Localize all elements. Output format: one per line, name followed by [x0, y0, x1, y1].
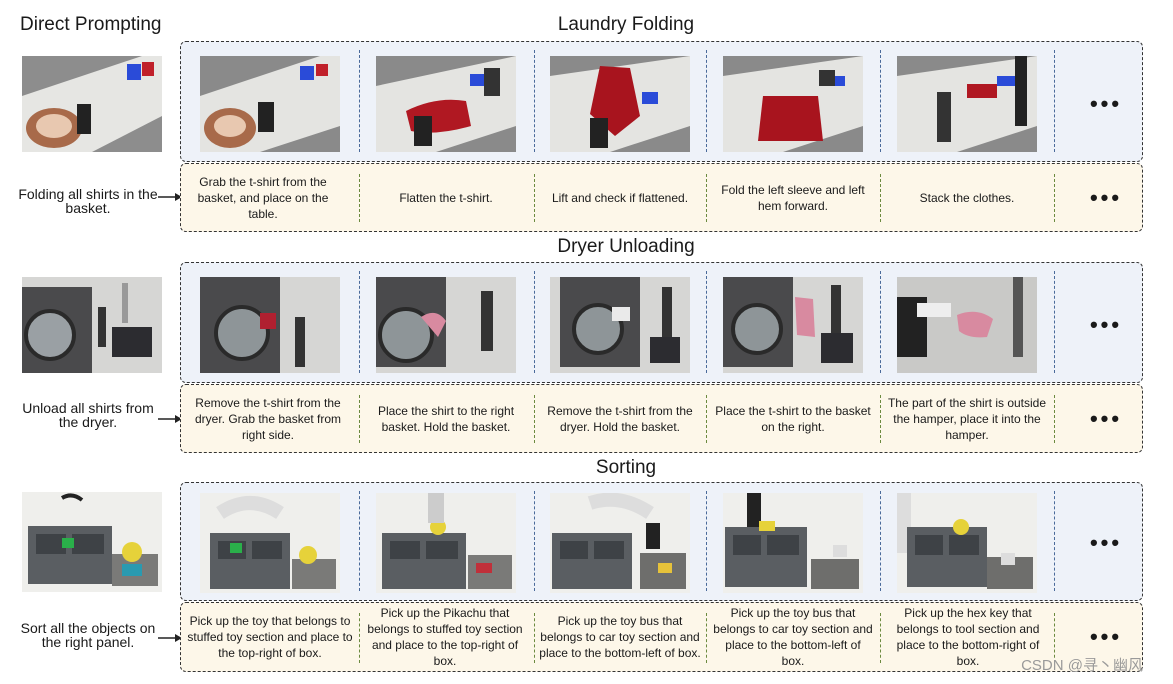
- text-separator: [359, 395, 360, 443]
- image-separator: [1054, 491, 1055, 591]
- more-steps-ellipsis: •••: [1089, 406, 1123, 431]
- text-separator: [880, 613, 881, 663]
- dryer-step-photo-3: [550, 277, 690, 373]
- sorting-step-photo-2: [376, 493, 516, 593]
- laundry-text-panel: Grab the t-shirt from the basket, and pl…: [180, 163, 1143, 232]
- image-separator: [880, 491, 881, 591]
- section-title-dryer: Dryer Unloading: [557, 236, 695, 257]
- sorting-step-4: Pick up the toy bus that belongs to car …: [713, 606, 873, 668]
- section-title-sorting: Sorting: [595, 457, 657, 478]
- dryer-step-1: Remove the t-shirt from the dryer. Grab …: [194, 396, 342, 442]
- arrow-right-icon: [158, 634, 182, 642]
- image-separator: [706, 50, 707, 152]
- image-separator: [880, 271, 881, 373]
- text-separator: [706, 613, 707, 663]
- task-instruction-dryer: Unload all shirts from the dryer.: [22, 400, 154, 430]
- dryer-step-photo-4: [723, 277, 863, 373]
- dryer-step-3: Remove the t-shirt from the dryer. Hold …: [547, 404, 693, 434]
- image-separator: [359, 491, 360, 591]
- dryer-step-photo-5: [897, 277, 1037, 373]
- image-separator: [880, 50, 881, 152]
- image-separator: [359, 271, 360, 373]
- laundry-step-photo-1: [200, 56, 340, 152]
- sorting-step-photo-5: [897, 493, 1037, 593]
- text-separator: [359, 613, 360, 663]
- text-separator: [534, 174, 535, 222]
- task-photo-sorting: [22, 492, 162, 592]
- image-separator: [1054, 50, 1055, 152]
- direct-prompting-heading: Direct Prompting: [20, 14, 162, 35]
- laundry-image-panel: •••: [180, 41, 1143, 162]
- sorting-step-photo-4: [723, 493, 863, 593]
- text-separator: [1054, 174, 1055, 222]
- laundry-step-1: Grab the t-shirt from the basket, and pl…: [197, 175, 329, 221]
- sorting-step-2: Pick up the Pikachu that belongs to stuf…: [367, 606, 523, 668]
- image-separator: [706, 491, 707, 591]
- laundry-step-photo-2: [376, 56, 516, 152]
- text-separator: [706, 395, 707, 443]
- task-photo-laundry: [22, 56, 162, 152]
- sorting-image-panel: •••: [180, 482, 1143, 601]
- dryer-step-4: Place the t-shirt to the basket on the r…: [715, 404, 871, 434]
- text-separator: [1054, 395, 1055, 443]
- sorting-text-panel: Pick up the toy that belongs to stuffed …: [180, 602, 1143, 672]
- sorting-step-3: Pick up the toy bus that belongs to car …: [539, 614, 701, 660]
- sorting-step-5: Pick up the hex key that belongs to tool…: [896, 606, 1040, 668]
- text-separator: [1054, 613, 1055, 663]
- dryer-text-panel: Remove the t-shirt from the dryer. Grab …: [180, 384, 1143, 453]
- dryer-step-photo-1: [200, 277, 340, 373]
- more-steps-ellipsis: •••: [1089, 312, 1123, 337]
- text-separator: [880, 174, 881, 222]
- laundry-step-4: Fold the left sleeve and left hem forwar…: [721, 183, 865, 213]
- text-separator: [880, 395, 881, 443]
- dryer-image-panel: •••: [180, 262, 1143, 383]
- image-separator: [359, 50, 360, 152]
- image-separator: [534, 491, 535, 591]
- laundry-step-5: Stack the clothes.: [919, 191, 1015, 205]
- laundry-step-photo-3: [550, 56, 690, 152]
- text-separator: [706, 174, 707, 222]
- image-separator: [706, 271, 707, 373]
- laundry-step-3: Lift and check if flattened.: [551, 191, 689, 205]
- sorting-step-1: Pick up the toy that belongs to stuffed …: [187, 614, 353, 660]
- section-title-laundry: Laundry Folding: [557, 14, 695, 35]
- laundry-step-photo-4: [723, 56, 863, 152]
- task-instruction-sorting: Sort all the objects on the right panel.: [20, 620, 156, 650]
- arrow-right-icon: [158, 193, 182, 201]
- dryer-step-2: Place the shirt to the right basket. Hol…: [377, 404, 515, 434]
- more-steps-ellipsis: •••: [1089, 530, 1123, 555]
- laundry-step-2: Flatten the t-shirt.: [399, 191, 493, 205]
- text-separator: [534, 395, 535, 443]
- image-separator: [534, 271, 535, 373]
- text-separator: [534, 613, 535, 663]
- image-separator: [1054, 271, 1055, 373]
- csdn-watermark: CSDN @寻丶幽风: [1021, 657, 1143, 674]
- arrow-right-icon: [158, 415, 182, 423]
- dryer-step-5: The part of the shirt is outside the ham…: [887, 396, 1047, 442]
- more-steps-ellipsis: •••: [1089, 624, 1123, 649]
- more-steps-ellipsis: •••: [1089, 91, 1123, 116]
- task-instruction-laundry: Folding all shirts in the basket.: [18, 186, 158, 216]
- laundry-step-photo-5: [897, 56, 1037, 152]
- task-photo-dryer: [22, 277, 162, 373]
- dryer-step-photo-2: [376, 277, 516, 373]
- sorting-step-photo-1: [200, 493, 340, 593]
- sorting-step-photo-3: [550, 493, 690, 593]
- image-separator: [534, 50, 535, 152]
- more-steps-ellipsis: •••: [1089, 185, 1123, 210]
- text-separator: [359, 174, 360, 222]
